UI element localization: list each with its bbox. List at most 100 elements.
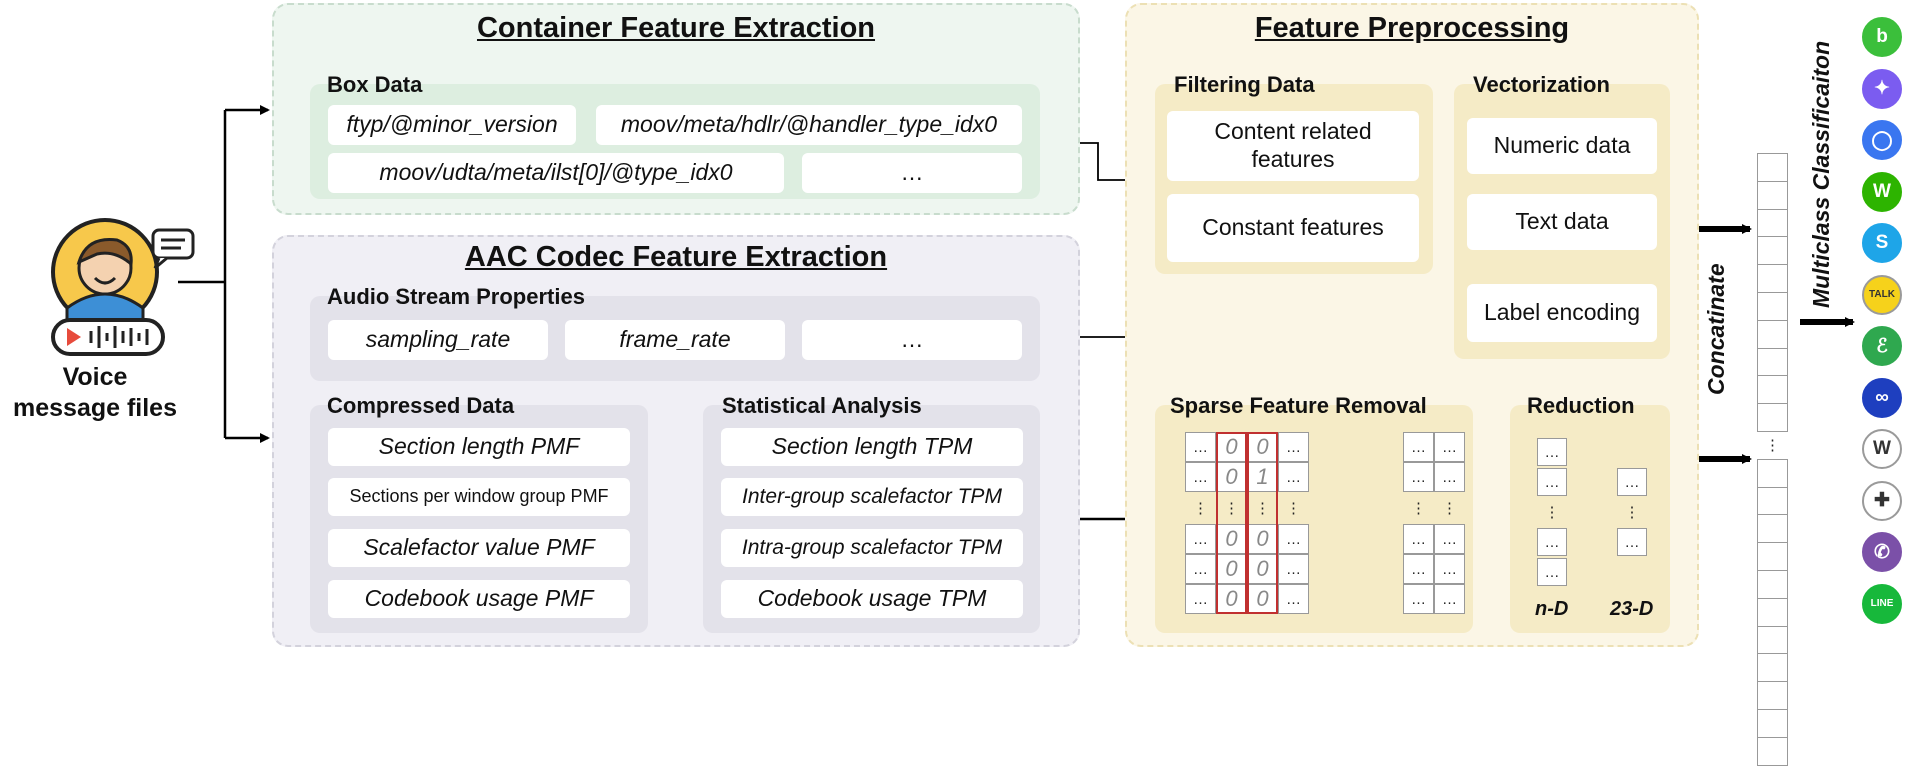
filter-content-line2: features [1251,146,1335,172]
container-title: Container Feature Extraction [476,12,876,44]
pmf-codebook-usage: Codebook usage PMF [328,580,630,618]
reduction-n-label: n-D [1535,598,1569,620]
n-d-cell: … [1537,438,1567,466]
sparse-cell: … [1278,432,1309,462]
sparse-cell: … [1185,524,1216,554]
filter-content-line1: Content related [1214,118,1372,145]
preprocessing-title: Feature Preprocessing [1254,12,1570,44]
23-d-cell: … [1617,468,1647,496]
filtering-heading: Filtering Data [1174,72,1315,97]
skype-icon: S [1862,223,1902,263]
sparse-cell: 0 [1216,584,1247,614]
wechat-work-icon: W [1862,429,1902,469]
box-data-heading: Box Data [327,72,423,97]
reduced-cell: … [1434,524,1465,554]
reduction-23-label: 23-D [1610,598,1654,620]
tpm-inter-group: Inter-group scalefactor TPM [721,478,1023,516]
n-d-cell: ⋮ [1544,504,1560,521]
concat-cell [1757,514,1788,544]
sparse-cell: ⋮ [1224,500,1239,517]
reduced-cell: … [1403,462,1434,492]
concat-cell [1757,736,1788,766]
pmf-sections-per-window: Sections per window group PMF [328,478,630,516]
reduced-cell: … [1434,462,1465,492]
sparse-cell: 0 [1247,554,1278,584]
concat-cell [1757,292,1788,321]
sparse-removal-heading: Sparse Feature Removal [1170,393,1427,418]
filter-content-related: Content related features [1167,111,1419,181]
vec-numeric: Numeric data [1467,118,1657,174]
sparse-cell: … [1278,584,1309,614]
line-icon: LINE [1862,583,1902,624]
output-label-text: Multiclass Classificaiton [1808,40,1834,308]
vectorization-heading: Vectorization [1473,72,1610,97]
concat-cell [1757,347,1788,377]
voice-input-label: Voice message files [10,362,180,425]
voice-input: Voice message files [13,210,200,430]
n-d-cell: … [1537,558,1567,586]
box-cell-minor-version: ftyp/@minor_version [328,105,576,145]
reduced-cell: … [1434,584,1465,614]
audio-cell-sampling-rate: sampling_rate [328,320,548,360]
sparse-cell: … [1185,462,1216,492]
concat-cell [1757,319,1788,349]
reduced-cell: … [1434,554,1465,584]
sparse-cell: … [1185,554,1216,584]
naver-icon: W [1862,171,1902,212]
concat-cell [1757,375,1788,405]
n-d-cell: … [1537,468,1567,496]
concat-cell [1757,653,1788,683]
box-cell-ilst-type: moov/udta/meta/ilst[0]/@type_idx0 [328,153,784,193]
reduced-cell: … [1403,584,1434,614]
concat-cell [1757,236,1788,266]
n-d-cell: … [1537,528,1567,556]
webex-icon: ∞ [1862,377,1902,418]
aac-title: AAC Codec Feature Extraction [464,241,888,273]
concat-cell [1757,542,1788,571]
removed-columns-highlight-2 [1247,432,1278,614]
tpm-section-length: Section length TPM [721,428,1023,466]
concat-cell: ⋮ [1765,437,1780,455]
sparse-cell: ⋮ [1286,500,1301,517]
voice-label-line1: Voice [62,363,128,391]
concat-cell [1757,403,1788,432]
concat-cell [1757,681,1788,710]
tpm-codebook-usage: Codebook usage TPM [721,580,1023,618]
sparse-cell: 0 [1216,524,1247,554]
kakaotalk-icon: TALK [1862,274,1902,315]
statistical-analysis-heading: Statistical Analysis [722,393,922,418]
input-split-arrows [178,105,270,443]
reduced-cell: … [1403,524,1434,554]
viber-icon: ✆ [1862,532,1902,572]
concat-cell [1757,208,1788,238]
voice-label-line2: message files [13,394,177,423]
concat-label-text: Concatinate [1703,263,1729,395]
concat-cell [1757,709,1788,738]
reduced-cell: … [1434,432,1465,462]
audio-cell-frame-rate: frame_rate [565,320,785,360]
reduced-cell: … [1403,554,1434,584]
sparse-cell: 0 [1216,432,1247,462]
concat-cell [1757,486,1788,516]
23-d-cell: ⋮ [1624,504,1640,521]
vec-label-encoding: Label encoding [1467,284,1657,342]
sparse-cell: … [1185,432,1216,462]
pmf-section-length: Section length PMF [328,428,630,466]
concat-cell [1757,458,1788,488]
sparse-cell: ⋮ [1193,500,1208,517]
signal-icon: ◯ [1862,120,1902,160]
sparse-cell: 0 [1216,462,1247,492]
box-cell-ellipsis: … [802,153,1022,193]
reduced-cell: … [1403,432,1434,462]
sparse-cell: … [1185,584,1216,614]
reduced-cell: ⋮ [1442,500,1457,517]
band-icon: b [1862,17,1902,57]
audio-stream-heading: Audio Stream Properties [327,284,585,309]
tpm-intra-group: Intra-group scalefactor TPM [721,529,1023,567]
sparse-cell: ⋮ [1255,500,1270,517]
pmf-scalefactor-value: Scalefactor value PMF [328,529,630,567]
vec-text: Text data [1467,194,1657,250]
slack-icon: ✚ [1862,480,1902,521]
compressed-data-heading: Compressed Data [327,393,515,418]
concat-cell [1757,570,1788,599]
